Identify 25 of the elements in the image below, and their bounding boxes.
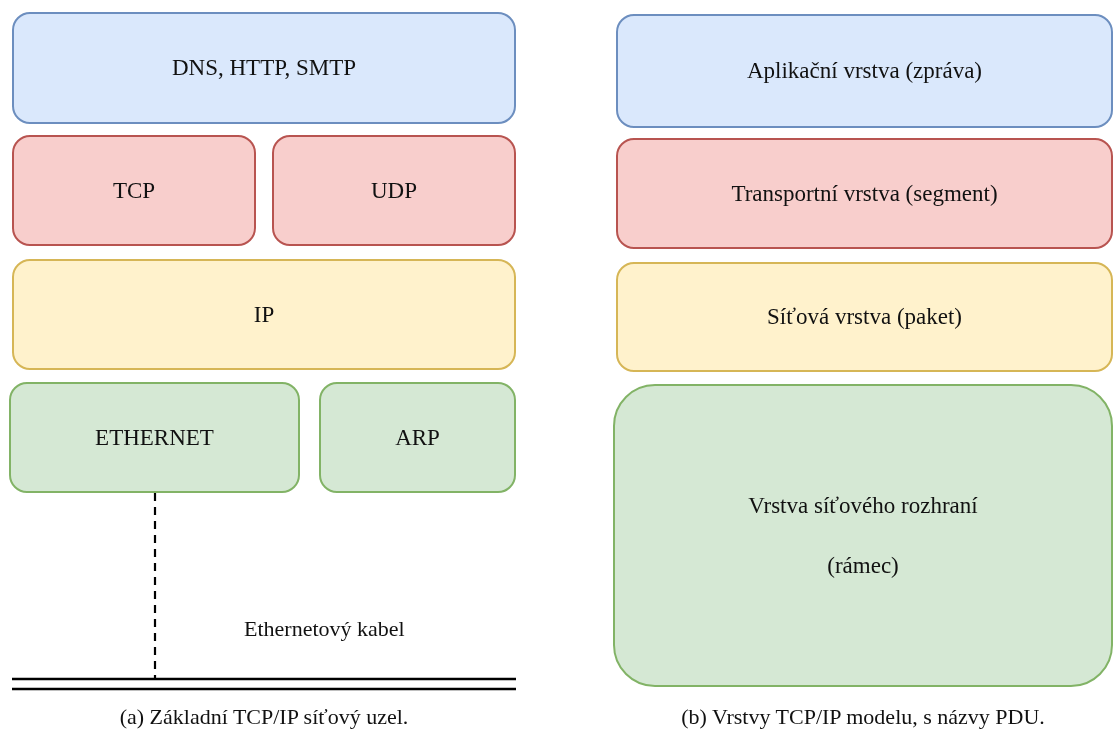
cable-line: [12, 677, 516, 691]
cable-label: Ethernetový kabel: [244, 616, 405, 642]
layer-label: UDP: [371, 176, 417, 205]
layer-box: [272, 135, 516, 246]
layer-label: Transportní vrstva (segment): [731, 179, 998, 208]
layer-box: [616, 262, 1113, 372]
layer-box: [12, 135, 256, 246]
layer-label: ETHERNET: [95, 423, 214, 452]
figure-caption: (a) Základní TCP/IP síťový uzel.: [119, 704, 409, 730]
layer-label: DNS, HTTP, SMTP: [171, 54, 356, 82]
layer-label: Aplikační vrstva (zpráva): [747, 57, 982, 85]
layer-label: TCP: [112, 176, 156, 205]
layer-box: [12, 12, 516, 124]
layer-label: ARP: [395, 423, 440, 452]
layer-box: [616, 138, 1113, 249]
layer-box: [9, 382, 300, 493]
layer-box: [613, 384, 1113, 687]
layer-box: [616, 14, 1113, 128]
layer-label: IP: [253, 300, 275, 329]
figure-caption: (b) Vrstvy TCP/IP modelu, s názvy PDU.: [681, 704, 1045, 730]
layer-label: Vrstva síťového rozhraní (rámec): [747, 491, 979, 580]
layer-box: [319, 382, 516, 493]
layer-label: Síťová vrstva (paket): [766, 303, 963, 331]
layer-box: [12, 259, 516, 370]
dashed-connector: [153, 493, 157, 679]
